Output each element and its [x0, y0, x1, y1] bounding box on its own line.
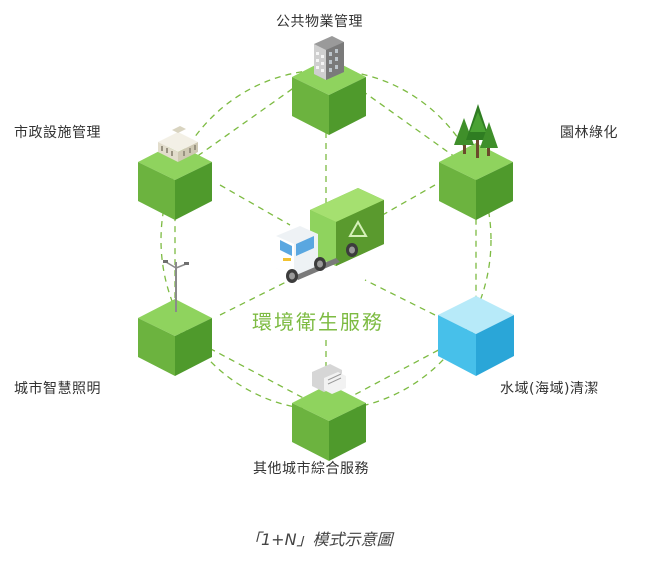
street-lamp-icon: [163, 260, 189, 312]
node-label-upper-right: 園林綠化: [560, 125, 618, 141]
cube-upper-right: [439, 143, 513, 220]
center-label: 環境衛生服務: [252, 310, 384, 334]
dashed-ellipse: [160, 69, 492, 411]
node-label-lower-left: 城市智慧照明: [14, 381, 101, 397]
node-label-lower-right: 水域(海域)清潔: [500, 381, 599, 397]
office-building-icon: [314, 36, 344, 80]
cube-bottom: [292, 384, 366, 461]
node-label-upper-left: 市政設施管理: [14, 125, 101, 141]
water-cube: [438, 296, 514, 376]
node-label-top: 公共物業管理: [276, 14, 363, 30]
trees-icon: [454, 104, 498, 158]
speech-bubbles-icon: [312, 364, 346, 394]
node-label-bottom: 其他城市綜合服務: [253, 461, 369, 477]
cube-upper-left: [138, 143, 212, 220]
figure-caption: 「1+N」模式示意圖: [245, 530, 393, 549]
government-building-icon: [158, 126, 198, 162]
cube-lower-left: [138, 299, 212, 376]
garbage-truck-icon: [276, 188, 384, 283]
